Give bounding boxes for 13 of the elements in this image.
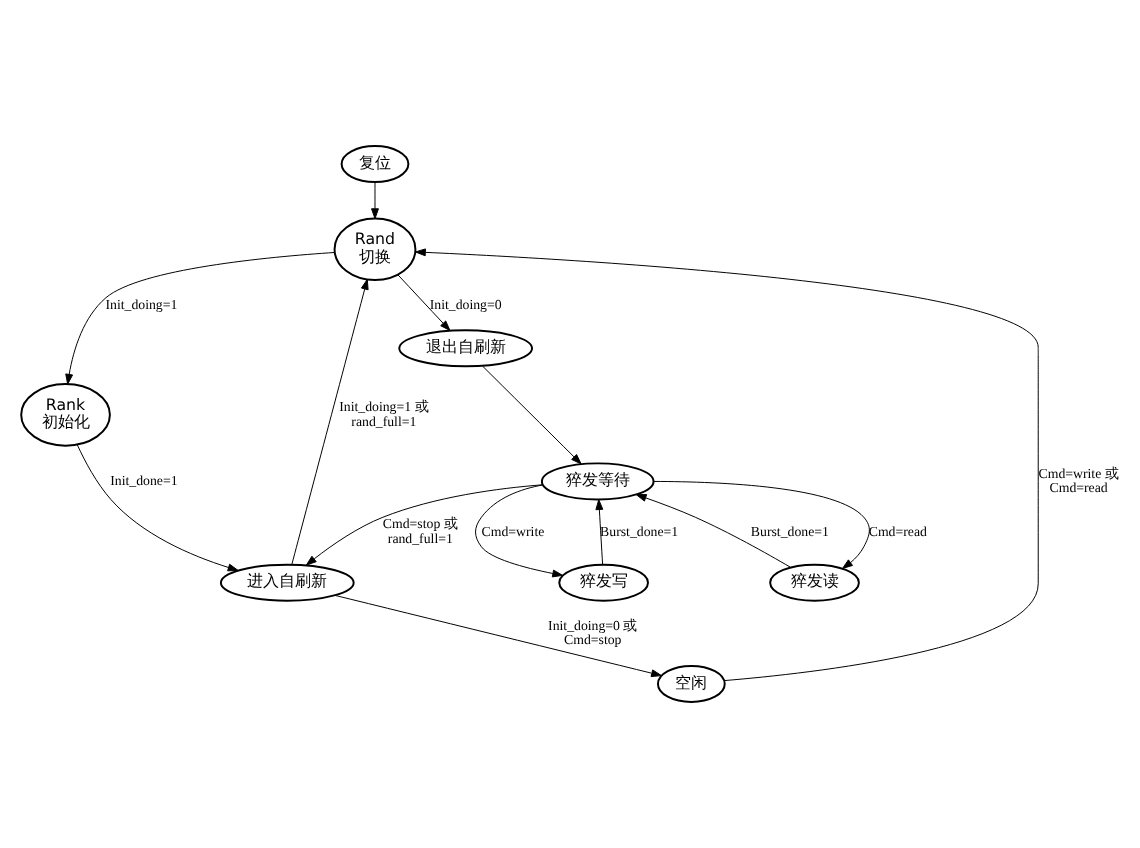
arrow [595,499,604,565]
arrow [334,594,662,678]
arrow [305,484,544,566]
arrow [635,494,791,568]
arrow [76,444,239,572]
arrow [371,181,379,220]
arrow [653,480,870,569]
arrow [397,274,451,331]
arrow [291,278,369,565]
arrow [415,248,1039,682]
arrow [475,484,564,578]
arrow [65,251,336,385]
arrow [481,365,582,465]
